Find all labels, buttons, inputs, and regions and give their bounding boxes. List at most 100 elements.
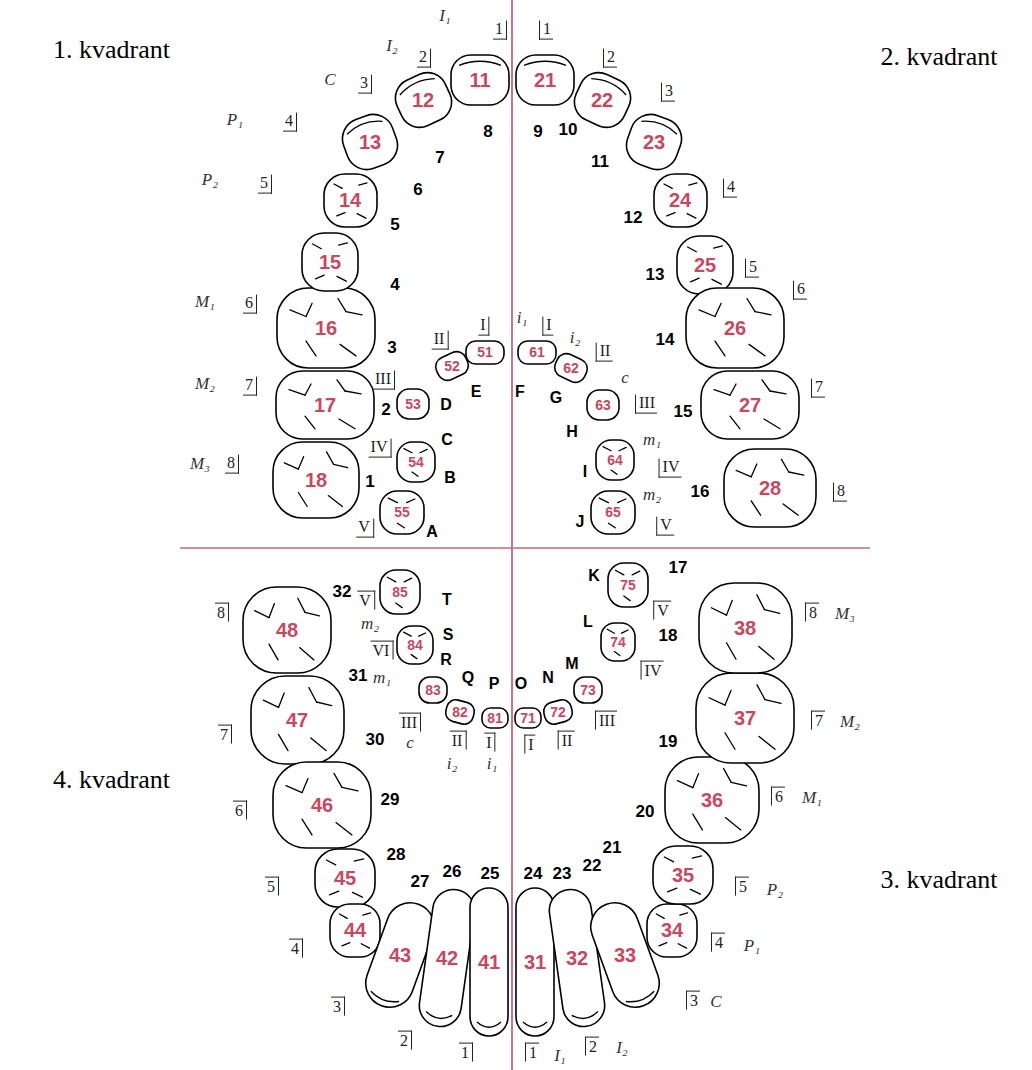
tooth-number: 32 xyxy=(566,948,588,968)
tooth-crown xyxy=(251,676,344,764)
tooth-shape xyxy=(516,55,574,105)
permanent-tooth: 13 xyxy=(343,115,397,169)
tooth-shape xyxy=(444,698,477,726)
incisal-edge xyxy=(626,991,656,1005)
tooth-crown xyxy=(380,491,424,534)
fissure-line xyxy=(358,182,366,184)
tooth-number: 43 xyxy=(389,945,411,965)
tooth-shape xyxy=(542,698,575,726)
fissure-line xyxy=(622,630,628,633)
quadrant-box: 2. kvadrant xyxy=(848,25,1030,90)
fissure-line xyxy=(764,419,780,429)
universal-number: 7 xyxy=(435,149,444,167)
quadrant-box: 3. kvadrant xyxy=(848,848,1030,913)
fissure-line xyxy=(714,246,723,248)
permanent-tooth: 35 xyxy=(652,845,714,905)
primary-letter: J xyxy=(576,514,585,531)
tooth-shape xyxy=(276,371,374,439)
primary-letter: A xyxy=(426,524,438,541)
fissure-line xyxy=(302,819,312,835)
fissure-line xyxy=(709,698,725,705)
universal-number: 6 xyxy=(413,181,422,199)
tooth-crown xyxy=(380,570,420,614)
universal-number: 28 xyxy=(387,846,406,864)
fissure-line xyxy=(715,303,721,316)
primary-letter: B xyxy=(444,470,456,487)
permanent-tooth: 44 xyxy=(329,903,381,958)
palmer-number: 7 xyxy=(218,725,232,744)
tooth-crown xyxy=(696,673,794,763)
palmer-number: 4 xyxy=(711,933,725,952)
fissure-line xyxy=(730,416,740,429)
tooth-shape xyxy=(724,449,816,527)
primary-tooth: 81 xyxy=(481,707,509,729)
universal-number: 30 xyxy=(366,731,385,749)
tooth-number: 46 xyxy=(311,795,333,815)
primary-tooth: 75 xyxy=(607,562,649,608)
primary-tooth: 52 xyxy=(435,353,469,379)
permanent-tooth: 42 xyxy=(425,888,469,1028)
palmer-number: II xyxy=(432,331,449,350)
permanent-tooth: 37 xyxy=(695,672,795,764)
universal-number: 18 xyxy=(659,627,678,645)
universal-number: 25 xyxy=(481,865,500,883)
tooth-type-label: m₁ xyxy=(643,431,661,449)
fissure-line xyxy=(699,310,715,317)
tooth-crown xyxy=(444,698,477,726)
tooth-crown xyxy=(647,904,697,957)
tooth-shape xyxy=(397,626,433,664)
primary-tooth: 51 xyxy=(465,340,505,365)
tooth-type-label: m₂ xyxy=(643,486,661,504)
fissure-line xyxy=(725,690,731,705)
palmer-number: 1 xyxy=(493,21,507,40)
tooth-crown xyxy=(547,887,608,1030)
fissure-line xyxy=(599,498,608,503)
tooth-crown xyxy=(542,698,575,726)
fissure-line xyxy=(680,912,688,914)
fissure-line xyxy=(404,449,412,453)
fissure-line xyxy=(783,504,798,515)
palmer-number: III xyxy=(399,713,421,732)
tooth-crown xyxy=(596,440,634,480)
universal-number: 2 xyxy=(381,401,390,419)
fissure-line xyxy=(397,523,404,528)
universal-number: 17 xyxy=(669,559,688,577)
tooth-type-label: c xyxy=(621,369,629,387)
tooth-crown xyxy=(302,233,358,291)
fissure-line xyxy=(755,312,771,315)
palmer-number: I xyxy=(542,317,553,336)
palmer-number: 2 xyxy=(585,1037,599,1056)
fissure-line xyxy=(327,452,334,464)
fissure-line xyxy=(714,390,730,396)
tooth-number: 75 xyxy=(620,578,636,592)
permanent-tooth: 23 xyxy=(627,115,681,169)
tooth-shape xyxy=(587,390,619,420)
tooth-crown xyxy=(654,174,707,227)
palmer-number: III xyxy=(635,395,657,414)
palmer-number: II xyxy=(596,343,613,362)
tooth-shape xyxy=(665,757,759,843)
universal-number: 16 xyxy=(691,483,710,501)
fissure-line xyxy=(305,416,315,429)
tooth-type-label: M₂ xyxy=(195,375,215,393)
fissure-line xyxy=(624,596,630,601)
permanent-tooth: 22 xyxy=(575,74,630,126)
tooth-crown xyxy=(397,442,435,482)
fissure-line xyxy=(726,643,736,660)
tooth-type-label: M₁ xyxy=(195,293,215,311)
permanent-tooth: 28 xyxy=(723,448,817,528)
primary-letter: G xyxy=(550,390,562,407)
tooth-shape xyxy=(470,888,508,1036)
tooth-number: 25 xyxy=(694,255,716,275)
fissure-line xyxy=(361,943,369,947)
fissure-line xyxy=(387,577,395,582)
tooth-type-label: C xyxy=(710,993,721,1011)
palmer-number: 3 xyxy=(358,75,372,94)
tooth-number: 73 xyxy=(580,683,596,697)
fissure-line xyxy=(278,693,284,707)
fissure-line xyxy=(310,738,325,751)
tooth-number: 54 xyxy=(408,455,424,469)
fissure-line xyxy=(756,595,764,610)
fissure-line xyxy=(330,891,339,895)
palmer-number: 5 xyxy=(265,877,279,896)
